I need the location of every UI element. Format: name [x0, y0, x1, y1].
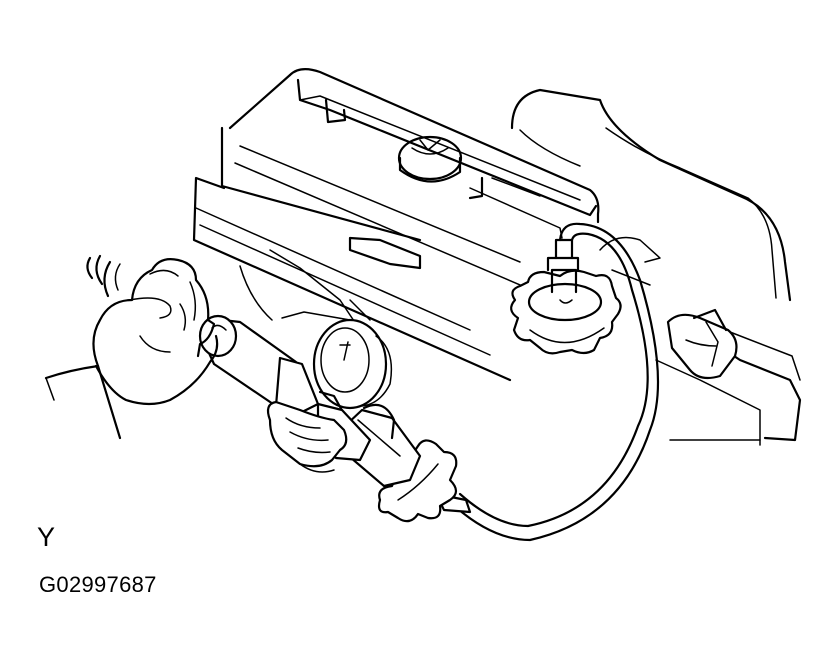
hand-on-pump-handle: [44, 258, 219, 440]
valve-cover-panel: [239, 236, 422, 331]
coolant-bypass-tube: [296, 78, 598, 239]
radiator-cap-adapter: [510, 236, 661, 355]
engine-block-outline: [192, 68, 802, 446]
oil-filler-cap: [397, 135, 463, 183]
figure-code: G02997687: [39, 572, 157, 597]
hand-on-tester-body: [266, 400, 348, 473]
view-label: Y: [37, 522, 56, 552]
radiator-cap-tester: [198, 314, 472, 523]
pumping-motion-marks: [86, 254, 121, 298]
tester-hose: [446, 222, 660, 542]
